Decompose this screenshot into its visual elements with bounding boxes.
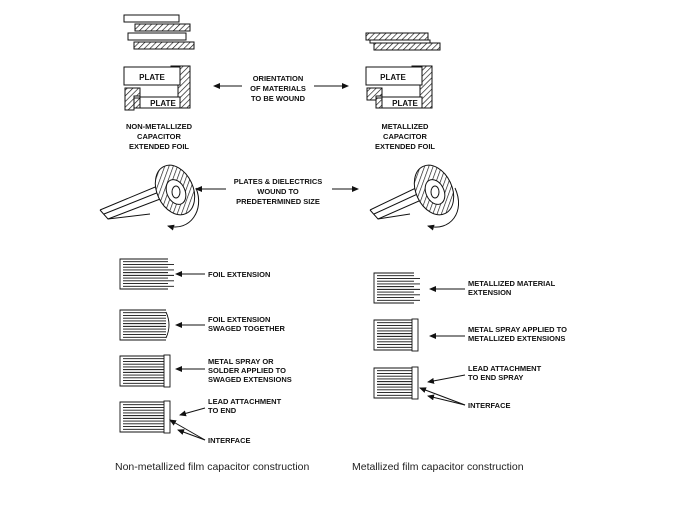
right-spray-section — [373, 318, 419, 352]
left-lead-label-2: TO END — [208, 406, 237, 415]
right-sections — [373, 272, 420, 400]
right-plate-lower-label: PLATE — [392, 99, 418, 108]
wound-label-3: PREDETERMINED SIZE — [236, 197, 320, 206]
left-swaged-label-2: SWAGED TOGETHER — [208, 324, 286, 333]
left-lead-arrow — [179, 407, 206, 417]
right-spray-label-2: METALLIZED EXTENSIONS — [468, 334, 565, 343]
right-interface-arrow-2 — [427, 394, 466, 406]
wound-label-1: PLATES & DIELECTRICS — [234, 177, 323, 186]
left-top-caption-2: CAPACITOR — [137, 132, 181, 141]
left-foil-extension-section — [119, 258, 174, 290]
right-metallized-section — [373, 272, 420, 304]
left-interface-label: INTERFACE — [208, 436, 251, 445]
left-plate-orientation — [123, 65, 191, 111]
right-interface-label: INTERFACE — [468, 401, 511, 410]
right-lead-label-2: TO END SPRAY — [468, 373, 523, 382]
right-metallized-label-1: METALLIZED MATERIAL — [468, 279, 556, 288]
left-metal-spray-label-1: METAL SPRAY OR — [208, 357, 274, 366]
right-wound-roll — [369, 164, 460, 231]
left-metal-spray-section — [119, 354, 171, 388]
right-plate-orientation — [365, 65, 433, 109]
left-plate-lower-label: PLATE — [150, 99, 176, 108]
left-layered-strips — [123, 14, 195, 50]
orientation-label-3: TO BE WOUND — [251, 94, 306, 103]
left-swaged-label-1: FOIL EXTENSION — [208, 315, 270, 324]
right-top-caption-2: CAPACITOR — [383, 132, 427, 141]
left-top-caption-1: NON-METALLIZED — [126, 122, 193, 131]
left-sections — [119, 258, 174, 434]
left-swaged-section — [119, 309, 170, 341]
right-lead-section — [373, 366, 419, 400]
right-layered-strips — [365, 32, 441, 51]
left-metal-spray-label-2: SOLDER APPLIED TO — [208, 366, 286, 375]
right-top-caption-1: METALLIZED — [382, 122, 430, 131]
orientation-label-2: OF MATERIALS — [250, 84, 306, 93]
orientation-label-1: ORIENTATION — [253, 74, 304, 83]
left-interface-arrow-1 — [169, 419, 206, 441]
left-metal-spray-label-3: SWAGED EXTENSIONS — [208, 375, 292, 384]
right-plate-upper-label: PLATE — [380, 73, 406, 82]
right-interface-arrow-1 — [419, 387, 466, 406]
wound-label-2: WOUND TO — [257, 187, 299, 196]
right-spray-label-1: METAL SPRAY APPLIED TO — [468, 325, 567, 334]
right-metallized-label-2: EXTENSION — [468, 288, 511, 297]
right-lead-label-1: LEAD ATTACHMENT — [468, 364, 542, 373]
left-lead-label-1: LEAD ATTACHMENT — [208, 397, 282, 406]
right-top-caption-3: EXTENDED FOIL — [375, 142, 435, 151]
right-lead-arrow — [427, 374, 466, 384]
left-interface-arrow-2 — [177, 429, 206, 441]
left-wound-roll — [99, 164, 200, 231]
left-foil-extension-label: FOIL EXTENSION — [208, 270, 270, 279]
right-bottom-caption: Metallized film capacitor construction — [352, 461, 524, 473]
left-plate-upper-label: PLATE — [139, 73, 165, 82]
left-top-caption-3: EXTENDED FOIL — [129, 142, 189, 151]
left-lead-section — [119, 400, 171, 434]
left-bottom-caption: Non-metallized film capacitor constructi… — [115, 461, 309, 473]
